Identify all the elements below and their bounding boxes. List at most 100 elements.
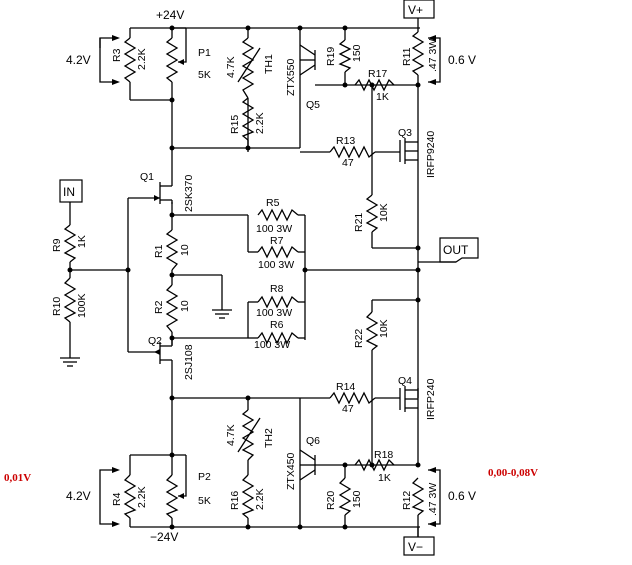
r12-value: .47 3W	[427, 483, 439, 516]
r17-zigzag	[354, 78, 395, 92]
q3-part: IRFP9240	[425, 131, 437, 178]
p1-wiper	[178, 48, 187, 63]
p2-value: 5K	[198, 495, 211, 507]
r12-ref: R12	[401, 491, 413, 510]
r20-zigzag	[338, 477, 352, 516]
th2-zigzag	[241, 409, 255, 461]
r16-ref: R16	[229, 491, 241, 510]
q4-ref: Q4	[398, 375, 412, 387]
q2-ref: Q2	[148, 335, 162, 347]
r2-ref: R2	[153, 300, 165, 314]
transistor-symbols	[154, 44, 419, 481]
measure-right: 0,00-0,08V	[488, 467, 538, 479]
r6-value: 100 3W	[254, 339, 290, 351]
in-box	[59, 179, 83, 203]
r1-zigzag	[165, 229, 179, 271]
r9-zigzag	[63, 224, 77, 263]
r5-zigzag	[257, 208, 299, 222]
r14-zigzag	[329, 391, 376, 405]
r8-ref: R8	[270, 283, 284, 295]
th1-zigzag	[241, 37, 255, 99]
r12-zigzag	[411, 477, 425, 516]
q6-ref: Q6	[306, 435, 320, 447]
th1-value: 4.7K	[225, 56, 237, 78]
r4-zigzag	[123, 474, 137, 519]
r21-value: 10K	[378, 203, 390, 222]
r11-zigzag	[411, 31, 425, 76]
r19-ref: R19	[325, 47, 337, 66]
r2-value: 10	[179, 300, 191, 312]
r18-value: 1K	[378, 472, 391, 484]
r14-ref: R14	[336, 381, 355, 393]
r3-ref: R3	[111, 48, 123, 62]
r15-ref: R15	[229, 115, 241, 134]
q3-ref: Q3	[398, 127, 412, 139]
th2-value: 4.7K	[225, 424, 237, 446]
q5-part: ZTX550	[285, 58, 297, 96]
r7-zigzag	[257, 245, 299, 259]
vminus-label: V−	[408, 540, 423, 554]
r20-ref: R20	[325, 491, 337, 510]
r6-zigzag	[257, 331, 299, 345]
junction-dots	[67, 25, 421, 530]
r11-value: .47 3W	[427, 39, 439, 72]
r13-zigzag	[329, 145, 376, 159]
r1-value: 10	[179, 244, 191, 256]
r5-ref: R5	[266, 197, 280, 209]
bias-left-top: 4.2V	[66, 53, 91, 67]
measure-left: 0,01V	[4, 472, 31, 484]
p2-wiper	[178, 475, 187, 497]
r21-ref: R21	[353, 213, 365, 232]
p1-ref: P1	[198, 47, 211, 59]
bias-left-bot: 4.2V	[66, 489, 91, 503]
q1-part: 2SK370	[183, 174, 195, 212]
r2-zigzag	[165, 284, 179, 333]
p2-ref: P2	[198, 471, 211, 483]
r15-zigzag	[241, 97, 255, 141]
r11-ref: R11	[401, 47, 413, 66]
r22-value: 10K	[378, 319, 390, 338]
r14-value: 47	[342, 403, 354, 415]
q4-part: IRFP240	[425, 378, 437, 420]
vminus-box	[403, 536, 435, 556]
rail-pos-label: +24V	[156, 8, 184, 22]
out-label: OUT	[443, 243, 469, 257]
r16-value: 2.2K	[254, 488, 266, 510]
r21-zigzag	[365, 194, 379, 233]
r6-ref: R6	[270, 319, 284, 331]
r10-zigzag	[63, 277, 77, 323]
ground-symbols	[60, 309, 232, 367]
q2-part: 2SJ108	[183, 344, 195, 380]
r17-ref: R17	[368, 68, 387, 80]
r8-value: 100 3W	[256, 307, 292, 319]
rail-neg-label: −24V	[150, 530, 178, 544]
p1-value: 5K	[198, 69, 211, 81]
r19-zigzag	[338, 39, 352, 73]
th1-ref: TH1	[263, 54, 275, 74]
r19-value: 150	[351, 44, 363, 62]
p2-zigzag	[165, 474, 179, 519]
r16-zigzag	[241, 474, 255, 519]
in-label: IN	[63, 185, 75, 199]
r3-zigzag	[123, 37, 137, 83]
r3-value: 2.2K	[136, 48, 148, 70]
r13-ref: R13	[336, 135, 355, 147]
r20-value: 150	[351, 490, 363, 508]
r18-zigzag	[354, 458, 395, 472]
r10-ref: R10	[51, 297, 63, 316]
resistor-symbols	[63, 27, 425, 519]
r8-zigzag	[257, 295, 299, 309]
r17-value: 1K	[376, 91, 389, 103]
th2-ref: TH2	[263, 428, 275, 448]
r4-ref: R4	[111, 492, 123, 506]
r9-ref: R9	[51, 238, 63, 252]
r22-ref: R22	[353, 329, 365, 348]
r7-ref: R7	[270, 235, 284, 247]
r18-ref: R18	[374, 449, 393, 461]
r1-ref: R1	[153, 244, 165, 258]
r4-value: 2.2K	[136, 486, 148, 508]
r15-value: 2.2K	[254, 112, 266, 134]
r9-value: 1K	[76, 235, 88, 248]
p1-zigzag	[165, 37, 179, 83]
